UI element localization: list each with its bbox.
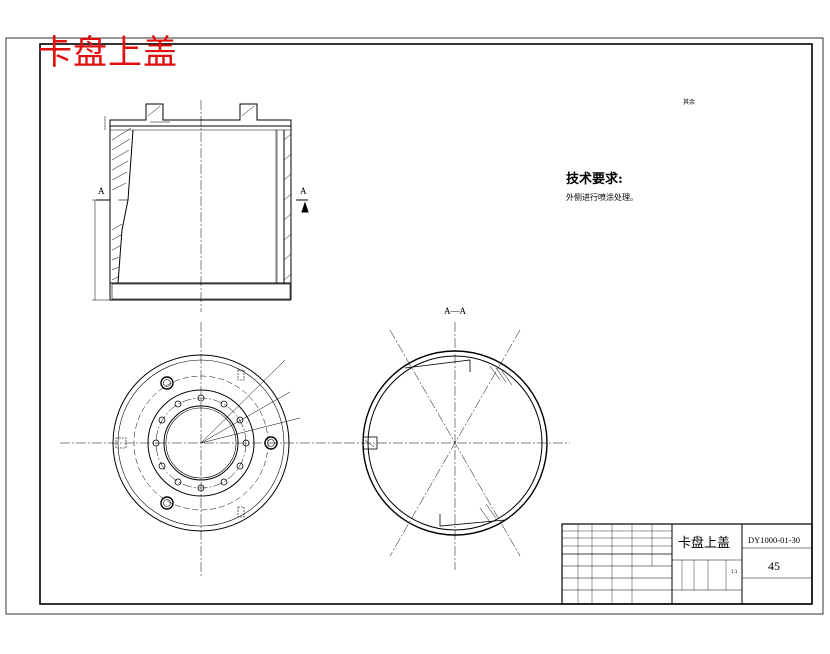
title-block-drawing-number: DY1000-01-30 [748, 535, 800, 545]
section-aa-view [345, 322, 570, 570]
section-hatching-right [147, 105, 292, 281]
title-block-material: 45 [768, 559, 780, 573]
section-view-title: A—A [444, 306, 466, 316]
inner-frame [39, 43, 813, 605]
section-label-left: A [98, 186, 105, 196]
title-block [561, 523, 813, 605]
section-aa-hatching [364, 365, 513, 523]
requirements-line: 外侧进行喷涂处理。 [566, 193, 638, 202]
overlay-title: 卡盘上盖 [38, 33, 178, 73]
title-block-scale: 1:1 [731, 569, 738, 574]
front-section-view [109, 100, 292, 312]
title-block-part-name: 卡盘上盖 [678, 536, 731, 551]
section-hatching-left [111, 127, 132, 281]
surface-finish-note: 其余 [683, 99, 696, 106]
front-view-dimensions [92, 116, 277, 301]
section-label-right: A [300, 186, 307, 196]
outer-border [5, 37, 824, 615]
plan-view [60, 322, 345, 578]
requirements-title: 技术要求: [566, 172, 623, 187]
section-arrows [96, 199, 309, 213]
